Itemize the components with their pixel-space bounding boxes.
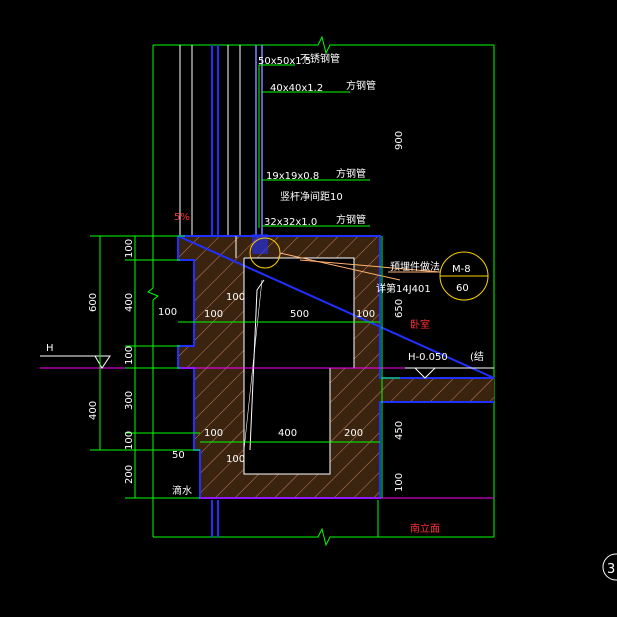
rail-4-desc: 方钢管 xyxy=(336,213,366,226)
window-frame-lines xyxy=(179,45,241,537)
level-lines xyxy=(40,355,494,499)
vdim-100-b: 100 xyxy=(124,346,135,365)
embed-label: 预埋件做法 xyxy=(390,260,440,273)
vdim-200: 200 xyxy=(124,465,135,484)
railing xyxy=(255,45,370,235)
dim-100-right: 100 xyxy=(394,473,405,492)
dim-900: 900 xyxy=(394,131,405,150)
vdim-100-c: 100 xyxy=(124,431,135,450)
hdim-100-d: 100 xyxy=(356,309,375,320)
hdim-400: 400 xyxy=(278,428,297,439)
dim-650: 650 xyxy=(394,299,405,318)
elevation-label: 南立面 xyxy=(410,522,440,535)
hdim-100-c: 100 xyxy=(204,309,223,320)
vdim-300: 300 xyxy=(124,391,135,410)
rail-top-desc: 不锈钢管 xyxy=(300,52,340,65)
hdim-100-f: 100 xyxy=(226,454,245,465)
rail-3-desc: 方钢管 xyxy=(336,167,366,180)
drain-label: 滴水 xyxy=(172,484,192,497)
bubble-top: M-8 xyxy=(452,264,471,275)
dim-400-left: 400 xyxy=(88,401,99,420)
rail-4-spec: 32x32x1.0 xyxy=(264,217,317,228)
rail-2-desc: 方钢管 xyxy=(346,79,376,92)
rail-note: 竖杆净间距10 xyxy=(280,190,343,203)
dim-450: 450 xyxy=(394,421,405,440)
detail-label: 详第14J401 xyxy=(376,282,431,295)
dimension-lines xyxy=(90,235,400,499)
leaders xyxy=(279,251,489,301)
hdim-100-b: 100 xyxy=(226,292,245,303)
callouts: 50x50x1.5 不锈钢管 40x40x1.2 方钢管 19x19x0.8 方… xyxy=(46,52,617,581)
hdim-100-a: 100 xyxy=(158,307,177,318)
corner-number: 3 xyxy=(607,562,615,577)
bubble-bottom: 60 xyxy=(456,283,469,294)
dim-600: 600 xyxy=(88,293,99,312)
dimension-numbers: 900 650 450 100 600 400 100 400 100 300 … xyxy=(88,131,405,492)
rail-2-spec: 40x40x1.2 xyxy=(270,83,323,94)
hdim-200: 200 xyxy=(344,428,363,439)
h-mark: H xyxy=(46,343,54,354)
hdim-50: 50 xyxy=(172,450,185,461)
slope-label: 5% xyxy=(174,212,190,223)
hdim-500: 500 xyxy=(290,309,309,320)
frame-lines xyxy=(147,35,495,547)
vdim-400: 400 xyxy=(124,293,135,312)
struct-label: (结 xyxy=(470,350,484,363)
hdim-100-e: 100 xyxy=(204,428,223,439)
rail-3-spec: 19x19x0.8 xyxy=(266,171,319,182)
vdim-100-a: 100 xyxy=(124,239,135,258)
level-label: H-0.050 xyxy=(408,352,448,363)
rail-top-spec: 50x50x1.5 xyxy=(258,56,311,67)
bedroom-label: 卧室 xyxy=(410,318,430,331)
